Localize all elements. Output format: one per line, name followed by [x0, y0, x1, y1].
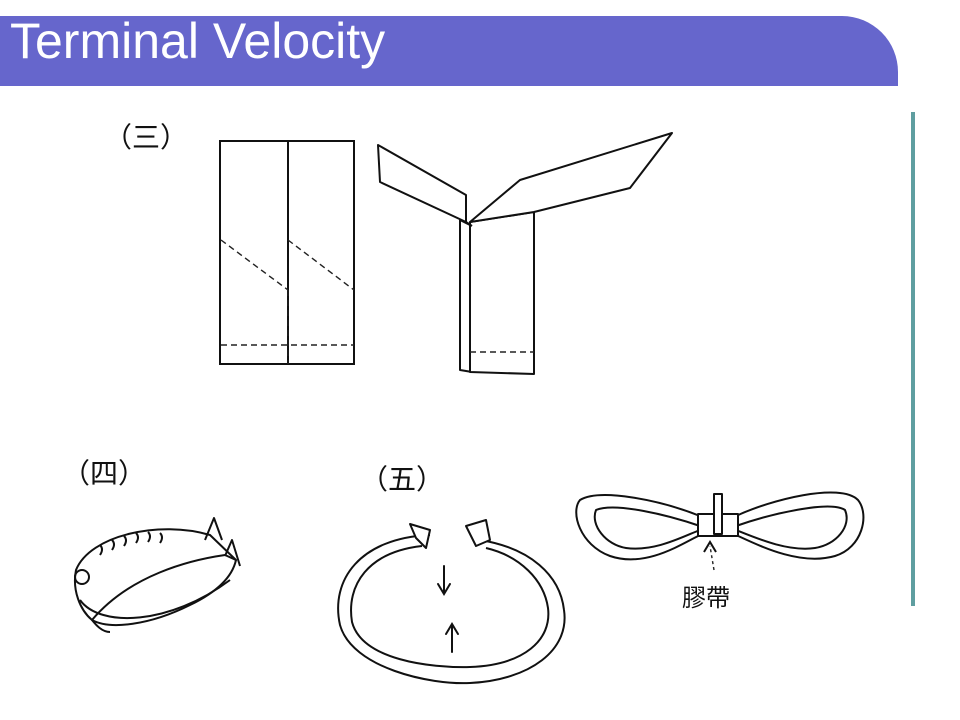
tape-label: 膠帶 — [682, 584, 730, 612]
title-bar — [0, 16, 898, 86]
step-label-4: （四） — [62, 457, 147, 490]
slide-title: Terminal Velocity — [10, 13, 386, 69]
right-accent-rule — [911, 112, 915, 606]
step-label-5: （五） — [360, 463, 445, 496]
step-label-3: （三） — [104, 121, 189, 154]
